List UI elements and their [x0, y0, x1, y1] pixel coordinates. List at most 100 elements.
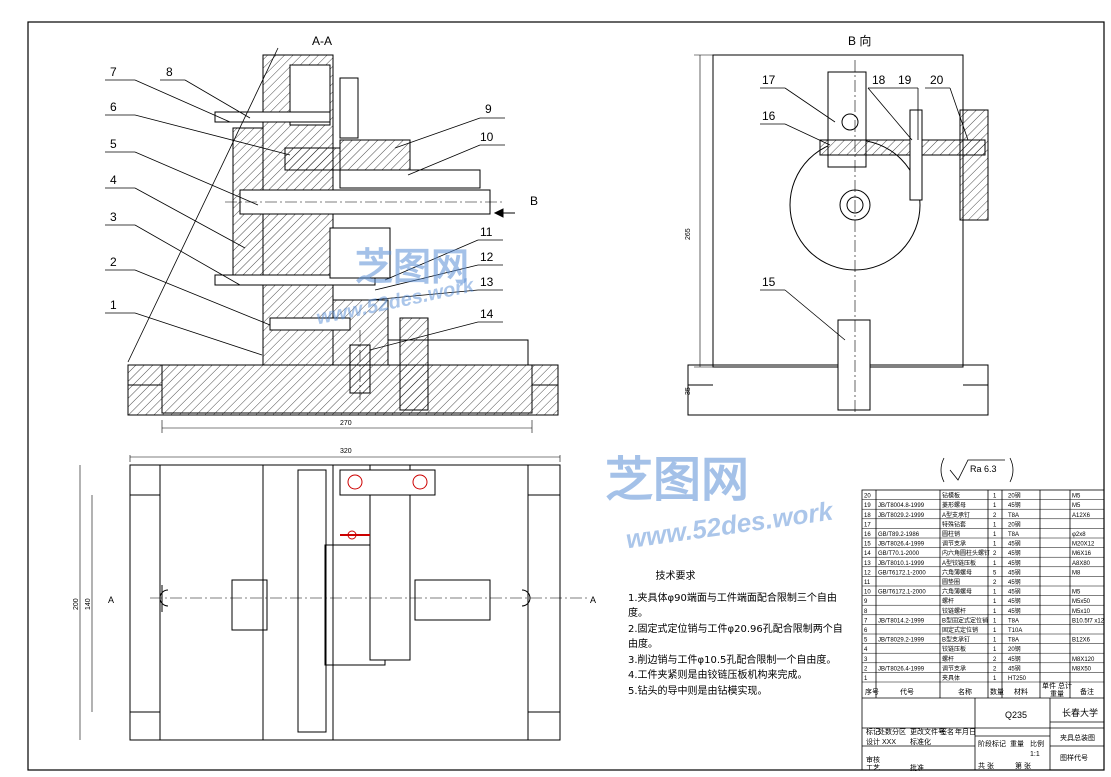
- parts-cell-qty: 5: [993, 570, 997, 576]
- tech-item-4: 4.工件夹紧则是由铰链压板机构来完成。: [628, 670, 808, 681]
- callouts-aa: [105, 79, 505, 356]
- callout-18: 18: [872, 73, 886, 87]
- callout-6: 6: [110, 100, 117, 114]
- callout-15: 15: [762, 275, 776, 289]
- parts-cell-name: 圆垫圈: [942, 578, 960, 586]
- parts-cell-qty: 2: [993, 666, 997, 672]
- title-material: Q235: [1005, 710, 1027, 720]
- parts-cell-no: 4: [864, 647, 868, 653]
- parts-cell-qty: 2: [993, 513, 997, 519]
- parts-cell-std: GB/T70.1-2000: [878, 551, 920, 557]
- roughness-value: Ra 6.3: [970, 464, 997, 474]
- parts-cell-mat: 45钢: [1008, 597, 1021, 605]
- parts-cell-mat: 20钢: [1008, 492, 1021, 500]
- title-row-file: 更改文件号: [910, 727, 945, 736]
- callout-19: 19: [898, 73, 912, 87]
- parts-cell-mat: T8A: [1008, 532, 1019, 538]
- header-no: 序号: [865, 687, 879, 696]
- parts-cell-name: B型支承钉: [942, 636, 970, 644]
- sheet-border: [27, 21, 1105, 771]
- parts-cell-mat: 45钢: [1008, 588, 1021, 596]
- callout-14: 14: [480, 307, 494, 321]
- callout-2: 2: [110, 255, 117, 269]
- title-approve: 批准: [910, 763, 924, 772]
- callout-11: 11: [480, 225, 493, 239]
- section-aa-title: A-A: [312, 34, 332, 48]
- parts-cell-qty: 1: [993, 599, 997, 605]
- header-weight: 重量: [1050, 690, 1064, 698]
- section-marker-left: A: [108, 595, 114, 605]
- section-marker-right: A: [590, 595, 596, 605]
- parts-cell-std: JB/T8004.8-1999: [878, 503, 925, 509]
- dim-140: 140: [85, 598, 92, 610]
- parts-cell-qty: 1: [993, 561, 997, 567]
- dim-35: 35: [685, 387, 692, 395]
- parts-cell-mat: 20钢: [1008, 520, 1021, 528]
- header-unit-weight: 单件: [1042, 681, 1056, 690]
- tech-item-2: 2.固定式定位销与工件φ20.96孔配合限制两个自由度。: [628, 623, 843, 651]
- callout-4: 4: [110, 173, 117, 187]
- parts-cell-no: 12: [864, 570, 871, 576]
- parts-cell-note: M5: [1072, 494, 1081, 500]
- title-row-count: 处数: [878, 727, 892, 736]
- technical-requirements: 技术要求 1.夹具体φ90端面与工件端面配合限制三个自由度。 2.固定式定位销与…: [628, 569, 843, 699]
- plan-view: 320 200 140 A A: [73, 448, 596, 741]
- parts-cell-note: M5x10: [1072, 609, 1091, 615]
- header-std: 代号: [900, 687, 914, 696]
- parts-cell-name: 六角薄螺母: [942, 568, 972, 576]
- base-plate: [127, 364, 559, 416]
- dim-265: 265: [685, 228, 692, 240]
- title-scale: 1:1: [1030, 751, 1040, 758]
- parts-cell-qty: 1: [993, 628, 997, 634]
- parts-cell-mat: 45钢: [1008, 549, 1021, 557]
- parts-cell-note: M8: [1072, 570, 1081, 576]
- parts-cell-no: 16: [864, 532, 871, 538]
- section-aa-view: A-A B 270: [127, 34, 559, 433]
- title-design-value: XXX: [882, 739, 896, 746]
- view-b-title: B 向: [848, 33, 871, 48]
- parts-cell-name: 六角薄螺母: [942, 588, 972, 596]
- parts-cell-qty: 1: [993, 532, 997, 538]
- parts-cell-note: A12X6: [1072, 513, 1091, 519]
- parts-cell-name: 固定式定位销: [942, 626, 978, 634]
- parts-cell-name: 钻模板: [942, 492, 960, 500]
- parts-cell-mat: T8A: [1008, 513, 1019, 519]
- callout-20: 20: [930, 73, 944, 87]
- dim-270: 270: [340, 420, 352, 427]
- callout-1: 1: [110, 298, 117, 312]
- parts-cell-no: 2: [864, 666, 868, 672]
- title-weight: 重量: [1010, 740, 1024, 748]
- parts-cell-no: 15: [864, 542, 871, 548]
- parts-cell-qty: 1: [993, 676, 997, 682]
- tech-item-5: 5.钻头的导中则是由钻模实现。: [628, 685, 768, 697]
- tech-title: 技术要求: [655, 571, 696, 582]
- parts-cell-mat: T8A: [1008, 618, 1019, 624]
- title-row-mark: 标记: [866, 727, 880, 736]
- title-sheets: 共 张: [978, 761, 994, 770]
- parts-cell-no: 7: [864, 618, 868, 624]
- title-design: 设计: [866, 737, 880, 746]
- parts-cell-qty: 1: [993, 542, 997, 548]
- callout-3: 3: [110, 210, 117, 224]
- parts-cell-no: 11: [864, 580, 871, 586]
- parts-cell-no: 14: [864, 551, 871, 557]
- dim-320: 320: [340, 448, 352, 455]
- parts-cell-mat: 45钢: [1008, 568, 1021, 576]
- parts-cell-mat: 45钢: [1008, 655, 1021, 663]
- parts-cell-note: B10.5f7 x12: [1072, 618, 1105, 624]
- parts-cell-note: M5x50: [1072, 599, 1091, 605]
- view-b: B 向 265 35: [685, 33, 989, 416]
- tech-item-1: 1.夹具体φ90端面与工件端面配合限制三个自由度。: [628, 592, 837, 620]
- title-check: 审核: [866, 755, 880, 764]
- parts-cell-no: 3: [864, 657, 868, 663]
- parts-cell-note: M5: [1072, 590, 1081, 596]
- parts-cell-name: 圆柱销: [942, 530, 960, 538]
- parts-cell-mat: 45钢: [1008, 607, 1021, 615]
- parts-cell-std: JB/T8026.4-1999: [878, 666, 925, 672]
- title-school: 长春大学: [1062, 707, 1098, 718]
- title-row-zone: 分区: [892, 727, 906, 736]
- header-name: 名称: [958, 687, 972, 696]
- dim-200: 200: [73, 598, 80, 610]
- parts-cell-name: 调节支承: [942, 664, 966, 672]
- parts-cell-note: M20X12: [1072, 542, 1095, 548]
